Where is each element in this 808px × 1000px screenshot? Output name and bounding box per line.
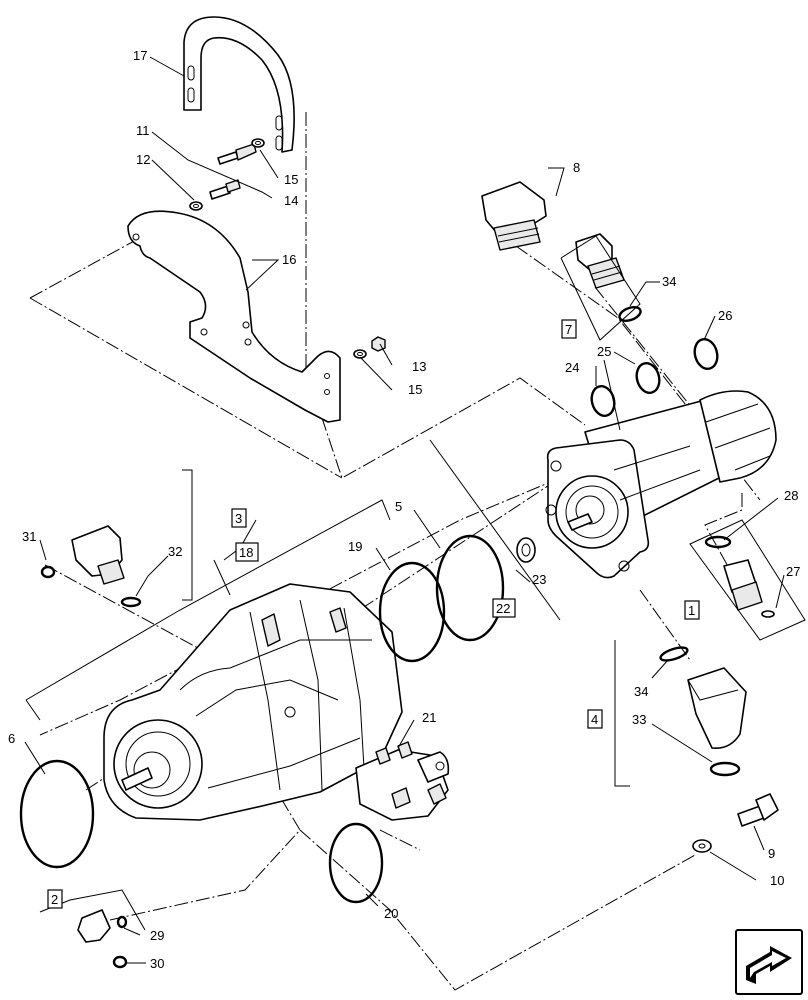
o-ring-24: [590, 385, 616, 417]
fitting-kit-item-1: [689, 519, 806, 641]
label-11: 11: [136, 123, 150, 138]
label-26: 26: [718, 308, 732, 323]
label-31: 31: [22, 529, 36, 544]
o-ring-25: [635, 362, 661, 394]
label-13: 13: [412, 359, 426, 374]
label-15b: 15: [408, 382, 422, 397]
arrow-next-page-icon[interactable]: [735, 929, 803, 995]
label-14: 14: [284, 193, 298, 208]
label-3: 3: [235, 511, 242, 526]
label-34b: 34: [634, 684, 648, 699]
o-ring-19: [378, 561, 446, 663]
support-plate: [127, 210, 341, 423]
o-ring-26: [693, 338, 719, 370]
strap-bracket: [183, 16, 295, 153]
o-ring-6: [19, 759, 95, 869]
label-34a: 34: [662, 274, 676, 289]
label-9: 9: [768, 846, 775, 861]
fitting-kit-item-4: [659, 646, 747, 777]
label-20: 20: [384, 906, 398, 921]
label-8: 8: [573, 160, 580, 175]
label-19: 19: [348, 539, 362, 554]
leader-lines: [24, 56, 785, 964]
callout-labels: 17 11 12 15 14 16 13 15 8 34 7 26 25 24 …: [8, 48, 800, 971]
main-piston-pump: [25, 499, 403, 821]
bolt-and-washer: [692, 793, 779, 853]
o-ring-20: [328, 822, 384, 904]
gear-pump: [545, 390, 777, 579]
fitting-kit-item-7: [560, 233, 642, 341]
label-29: 29: [150, 928, 164, 943]
label-25: 25: [597, 344, 611, 359]
fasteners: [189, 138, 386, 359]
label-2: 2: [51, 892, 58, 907]
label-12: 12: [136, 152, 150, 167]
label-24: 24: [565, 360, 579, 375]
label-23: 23: [532, 572, 546, 587]
label-1: 1: [688, 603, 695, 618]
label-21: 21: [422, 710, 436, 725]
label-27: 27: [786, 564, 800, 579]
label-22: 22: [496, 601, 510, 616]
label-6: 6: [8, 731, 15, 746]
label-16: 16: [282, 252, 296, 267]
label-33: 33: [632, 712, 646, 727]
label-28: 28: [784, 488, 798, 503]
o-ring-5: [435, 534, 505, 642]
straight-fitting: [481, 181, 547, 251]
label-5: 5: [395, 499, 402, 514]
seal-washer: [516, 537, 536, 563]
control-valve: [355, 741, 450, 821]
label-7: 7: [565, 322, 572, 337]
label-4: 4: [591, 712, 598, 727]
label-30: 30: [150, 956, 164, 971]
fitting-kit-item-3: [40, 469, 193, 608]
label-17: 17: [133, 48, 147, 63]
label-15a: 15: [284, 172, 298, 187]
label-10: 10: [770, 873, 784, 888]
kit-label-boxes: [47, 319, 700, 909]
label-32: 32: [168, 544, 182, 559]
label-18: 18: [239, 545, 253, 560]
